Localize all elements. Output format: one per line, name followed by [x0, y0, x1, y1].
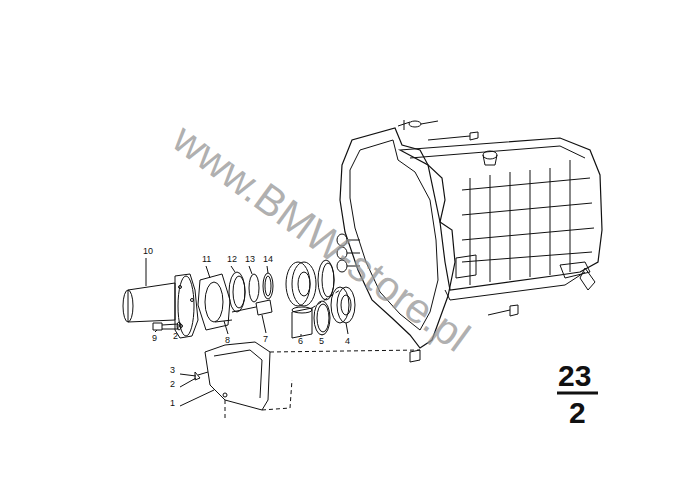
callout-number: 3 [170, 365, 175, 375]
callout-number: 1 [170, 398, 175, 408]
callout-number: 4 [345, 336, 350, 346]
callout-number: 5 [319, 336, 324, 346]
callout-number: 9 [152, 333, 157, 343]
callout-number: 2 [173, 331, 178, 341]
callout-number: 12 [227, 254, 237, 264]
callout-number: 13 [245, 254, 255, 264]
watermark: www.BMW-store.pl [165, 116, 477, 360]
callout-number: 6 [298, 336, 303, 346]
callout-number: 7 [263, 334, 268, 344]
callout-number: 11 [202, 254, 211, 264]
callout-number: 2 [170, 379, 175, 389]
callout-number: 10 [143, 246, 153, 256]
subgroup-number: 2 [569, 398, 586, 428]
callout-number: 8 [225, 335, 230, 345]
group-number: 23 [558, 361, 591, 391]
callout-number: 14 [263, 254, 273, 264]
